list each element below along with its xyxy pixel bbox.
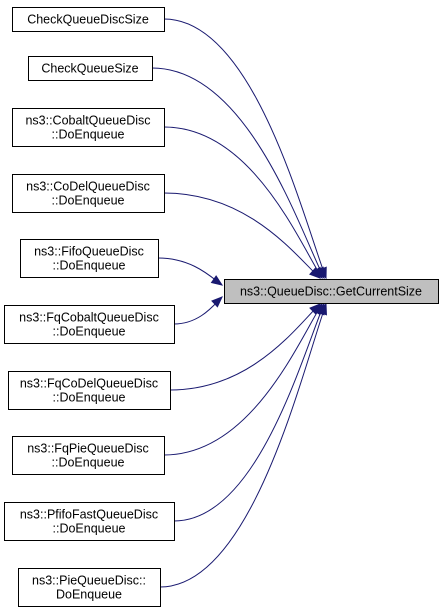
caller-node-fq-codel-queue-disc-doenqueue[interactable]: ns3::FqCoDelQueueDisc::DoEnqueue bbox=[8, 371, 171, 410]
arrowhead-codel-queue-disc-doenqueue bbox=[309, 267, 321, 279]
edge-pie-queue-disc-doenqueue bbox=[159, 303, 327, 588]
caller-node-codel-queue-disc-doenqueue-box bbox=[12, 174, 165, 213]
arrowhead-pie-queue-disc-doenqueue bbox=[318, 302, 327, 316]
caller-node-fifo-queue-disc-doenqueue-box bbox=[20, 239, 159, 278]
caller-node-cobalt-queue-disc-doenqueue-box bbox=[12, 108, 165, 147]
caller-node-pfifo-fast-queue-disc-doenqueue-label-line-2: ::DoEnqueue bbox=[53, 522, 126, 536]
edge-codel-queue-disc-doenqueue bbox=[163, 192, 321, 279]
caller-node-codel-queue-disc-doenqueue[interactable]: ns3::CoDelQueueDisc::DoEnqueue bbox=[12, 174, 165, 213]
arrowhead-fifo-queue-disc-doenqueue bbox=[210, 275, 224, 286]
caller-node-fifo-queue-disc-doenqueue-label-line-2: ::DoEnqueue bbox=[53, 259, 126, 273]
caller-node-fq-pie-queue-disc-doenqueue[interactable]: ns3::FqPieQueueDisc::DoEnqueue bbox=[12, 436, 165, 475]
caller-node-codel-queue-disc-doenqueue-label-line-2: ::DoEnqueue bbox=[52, 194, 125, 208]
caller-node-check-queue-disc-size[interactable]: CheckQueueDiscSize bbox=[12, 7, 165, 32]
caller-node-pie-queue-disc-doenqueue[interactable]: ns3::PieQueueDisc::DoEnqueue bbox=[18, 568, 161, 607]
edge-cobalt-queue-disc-doenqueue bbox=[163, 126, 323, 279]
caller-node-fq-pie-queue-disc-doenqueue-box bbox=[12, 436, 165, 475]
caller-node-fifo-queue-disc-doenqueue-label-line-1: ns3::FifoQueueDisc bbox=[34, 245, 144, 259]
caller-node-fq-cobalt-queue-disc-doenqueue-label-line-2: ::DoEnqueue bbox=[53, 325, 126, 339]
caller-node-check-queue-disc-size-label-line-1: CheckQueueDiscSize bbox=[27, 13, 149, 27]
caller-node-cobalt-queue-disc-doenqueue[interactable]: ns3::CobaltQueueDisc::DoEnqueue bbox=[12, 108, 165, 147]
caller-node-check-queue-size-label-line-1: CheckQueueSize bbox=[41, 62, 138, 76]
caller-node-check-queue-disc-size-box bbox=[12, 7, 165, 32]
caller-node-pfifo-fast-queue-disc-doenqueue-box bbox=[4, 502, 175, 541]
caller-node-check-queue-size-box bbox=[28, 56, 153, 81]
caller-node-codel-queue-disc-doenqueue-label-line-1: ns3::CoDelQueueDisc bbox=[26, 180, 150, 194]
edge-fq-pie-queue-disc-doenqueue bbox=[163, 303, 323, 456]
caller-node-pie-queue-disc-doenqueue-label-line-2: DoEnqueue bbox=[56, 588, 122, 602]
target-node-get-current-size[interactable]: ns3::QueueDisc::GetCurrentSize bbox=[224, 279, 439, 304]
caller-node-fq-codel-queue-disc-doenqueue-box bbox=[8, 371, 171, 410]
caller-node-cobalt-queue-disc-doenqueue-label-line-1: ns3::CobaltQueueDisc bbox=[25, 114, 150, 128]
caller-node-fq-cobalt-queue-disc-doenqueue[interactable]: ns3::FqCobaltQueueDisc::DoEnqueue bbox=[4, 305, 175, 344]
caller-node-check-queue-size[interactable]: CheckQueueSize bbox=[28, 56, 153, 81]
caller-node-pie-queue-disc-doenqueue-label-line-1: ns3::PieQueueDisc:: bbox=[32, 574, 146, 588]
edge-check-queue-disc-size bbox=[163, 18, 327, 279]
edge-fq-codel-queue-disc-doenqueue bbox=[169, 303, 321, 391]
edge-check-queue-size bbox=[151, 67, 325, 279]
caller-node-fq-pie-queue-disc-doenqueue-label-line-1: ns3::FqPieQueueDisc bbox=[27, 442, 149, 456]
caller-node-pie-queue-disc-doenqueue-box bbox=[18, 568, 161, 607]
caller-node-pfifo-fast-queue-disc-doenqueue[interactable]: ns3::PfifoFastQueueDisc::DoEnqueue bbox=[4, 502, 175, 541]
call-nodes: CheckQueueDiscSizeCheckQueueSizens3::Cob… bbox=[4, 7, 439, 607]
arrowhead-fq-cobalt-queue-disc-doenqueue bbox=[211, 296, 223, 308]
caller-node-fq-codel-queue-disc-doenqueue-label-line-1: ns3::FqCoDelQueueDisc bbox=[20, 377, 158, 391]
caller-node-fq-pie-queue-disc-doenqueue-label-line-2: ::DoEnqueue bbox=[52, 456, 125, 470]
target-node-get-current-size-label-line-1: ns3::QueueDisc::GetCurrentSize bbox=[240, 285, 422, 299]
call-edges bbox=[151, 18, 327, 588]
caller-node-cobalt-queue-disc-doenqueue-label-line-2: ::DoEnqueue bbox=[52, 128, 125, 142]
target-node-get-current-size-box bbox=[224, 279, 439, 304]
caller-node-fq-cobalt-queue-disc-doenqueue-box bbox=[4, 305, 175, 344]
caller-node-fq-codel-queue-disc-doenqueue-label-line-2: ::DoEnqueue bbox=[53, 391, 126, 405]
edge-pfifo-fast-queue-disc-doenqueue bbox=[173, 303, 325, 522]
caller-node-fifo-queue-disc-doenqueue[interactable]: ns3::FifoQueueDisc::DoEnqueue bbox=[20, 239, 159, 278]
caller-node-pfifo-fast-queue-disc-doenqueue-label-line-1: ns3::PfifoFastQueueDisc bbox=[20, 508, 158, 522]
caller-node-fq-cobalt-queue-disc-doenqueue-label-line-1: ns3::FqCobaltQueueDisc bbox=[19, 311, 159, 325]
